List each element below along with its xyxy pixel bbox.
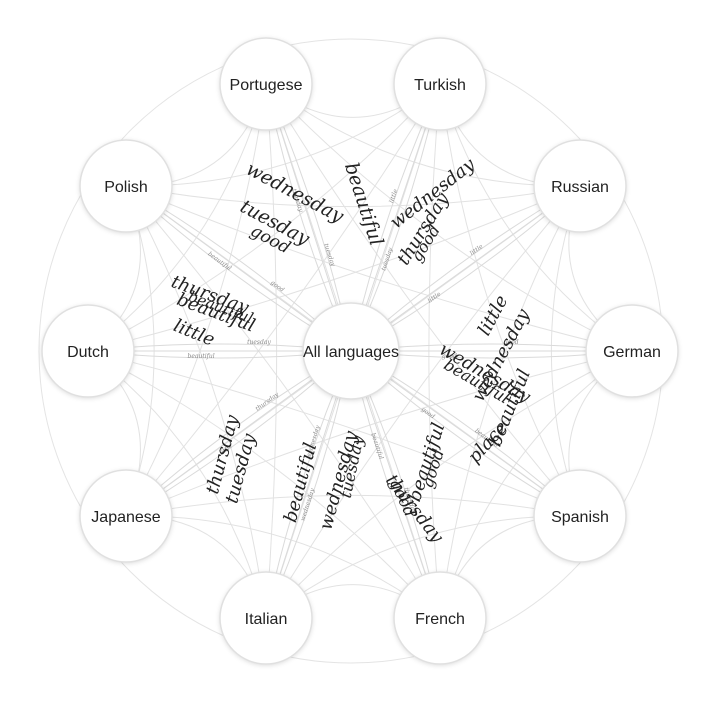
language-edge (125, 185, 581, 208)
language-edge (87, 350, 441, 619)
node-circle (393, 37, 487, 131)
edge-word: good (504, 339, 519, 346)
language-node-russian[interactable]: Russian (533, 139, 627, 233)
language-edge (87, 185, 581, 352)
language-label: Polish (104, 179, 148, 196)
language-label: Dutch (67, 344, 109, 361)
language-edge (125, 185, 441, 619)
edge-word: good (442, 353, 457, 360)
center-node[interactable]: All languages (302, 302, 400, 400)
language-node-spanish[interactable]: Spanish (533, 469, 627, 563)
node-circle (533, 469, 627, 563)
node-circle (41, 304, 135, 398)
language-node-italian[interactable]: Italian (219, 571, 313, 665)
language-label: French (415, 611, 465, 628)
word-label: beautiful (280, 440, 321, 524)
language-edge (439, 83, 581, 517)
language-node-polish[interactable]: Polish (79, 139, 173, 233)
language-node-turkish[interactable]: Turkish (393, 37, 487, 131)
language-node-portugese[interactable]: Portugese (219, 37, 313, 131)
edge-word: little (469, 243, 485, 257)
language-edge (87, 83, 441, 352)
language-label: Portugese (230, 77, 303, 94)
node-circle (79, 469, 173, 563)
edge-word: little (388, 188, 399, 204)
language-label: Italian (245, 611, 288, 628)
node-circle (219, 571, 313, 665)
language-node-german[interactable]: German (585, 304, 679, 398)
word-label: beautiful (340, 160, 388, 249)
node-circle (79, 139, 173, 233)
language-edge (125, 83, 267, 517)
language-edge (87, 350, 581, 517)
node-circle (219, 37, 313, 131)
node-circle (585, 304, 679, 398)
language-label: Russian (551, 179, 609, 196)
language-edge (125, 185, 267, 619)
language-edge (265, 350, 633, 619)
node-circle (533, 139, 627, 233)
center-circle (302, 302, 400, 400)
language-node-dutch[interactable]: Dutch (41, 304, 135, 398)
language-node-japanese[interactable]: Japanese (79, 469, 173, 563)
node-circle (393, 571, 487, 665)
language-label: Japanese (91, 509, 160, 526)
language-nodes: Portugese TurkishRussianGermanSpanishFren… (41, 37, 679, 665)
language-node-french[interactable]: French (393, 571, 487, 665)
language-label: German (603, 344, 661, 361)
center-label: All languages (303, 344, 399, 361)
language-edge (439, 185, 581, 619)
language-label: Turkish (414, 77, 466, 94)
edge-word: tuesday (247, 339, 271, 346)
language-edge (125, 494, 581, 517)
language-edge (265, 83, 633, 352)
edge-word: beautiful (188, 353, 215, 360)
language-label: Spanish (551, 509, 609, 526)
